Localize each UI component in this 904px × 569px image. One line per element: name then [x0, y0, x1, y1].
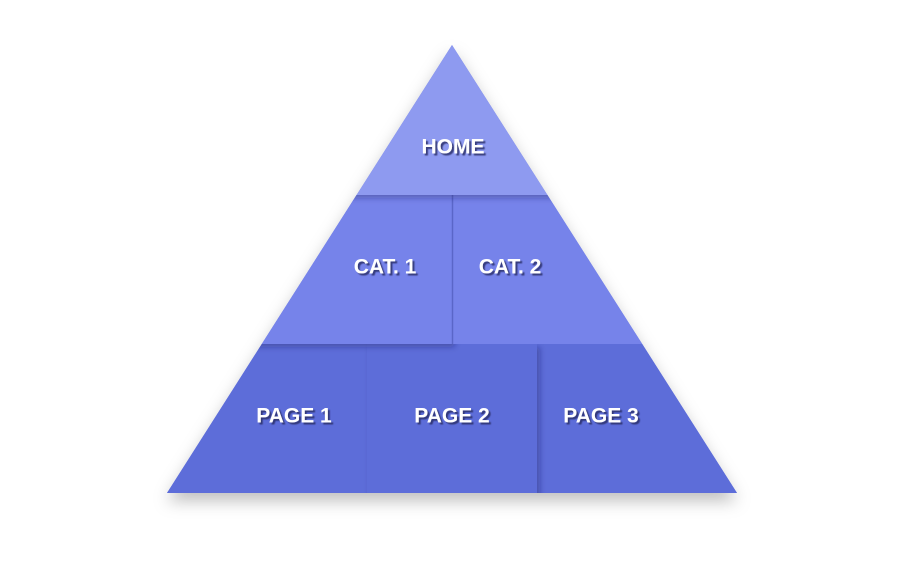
label-page-2: PAGE 2 [414, 405, 489, 428]
label-home: HOME [422, 136, 485, 159]
label-page-3: PAGE 3 [563, 405, 638, 428]
label-cat-1: CAT. 1 [354, 256, 417, 279]
label-cat-2: CAT. 2 [479, 256, 542, 279]
tier-bottom-page-2 [367, 344, 537, 493]
label-page-1: PAGE 1 [256, 405, 332, 428]
tier-top-home [167, 45, 737, 195]
